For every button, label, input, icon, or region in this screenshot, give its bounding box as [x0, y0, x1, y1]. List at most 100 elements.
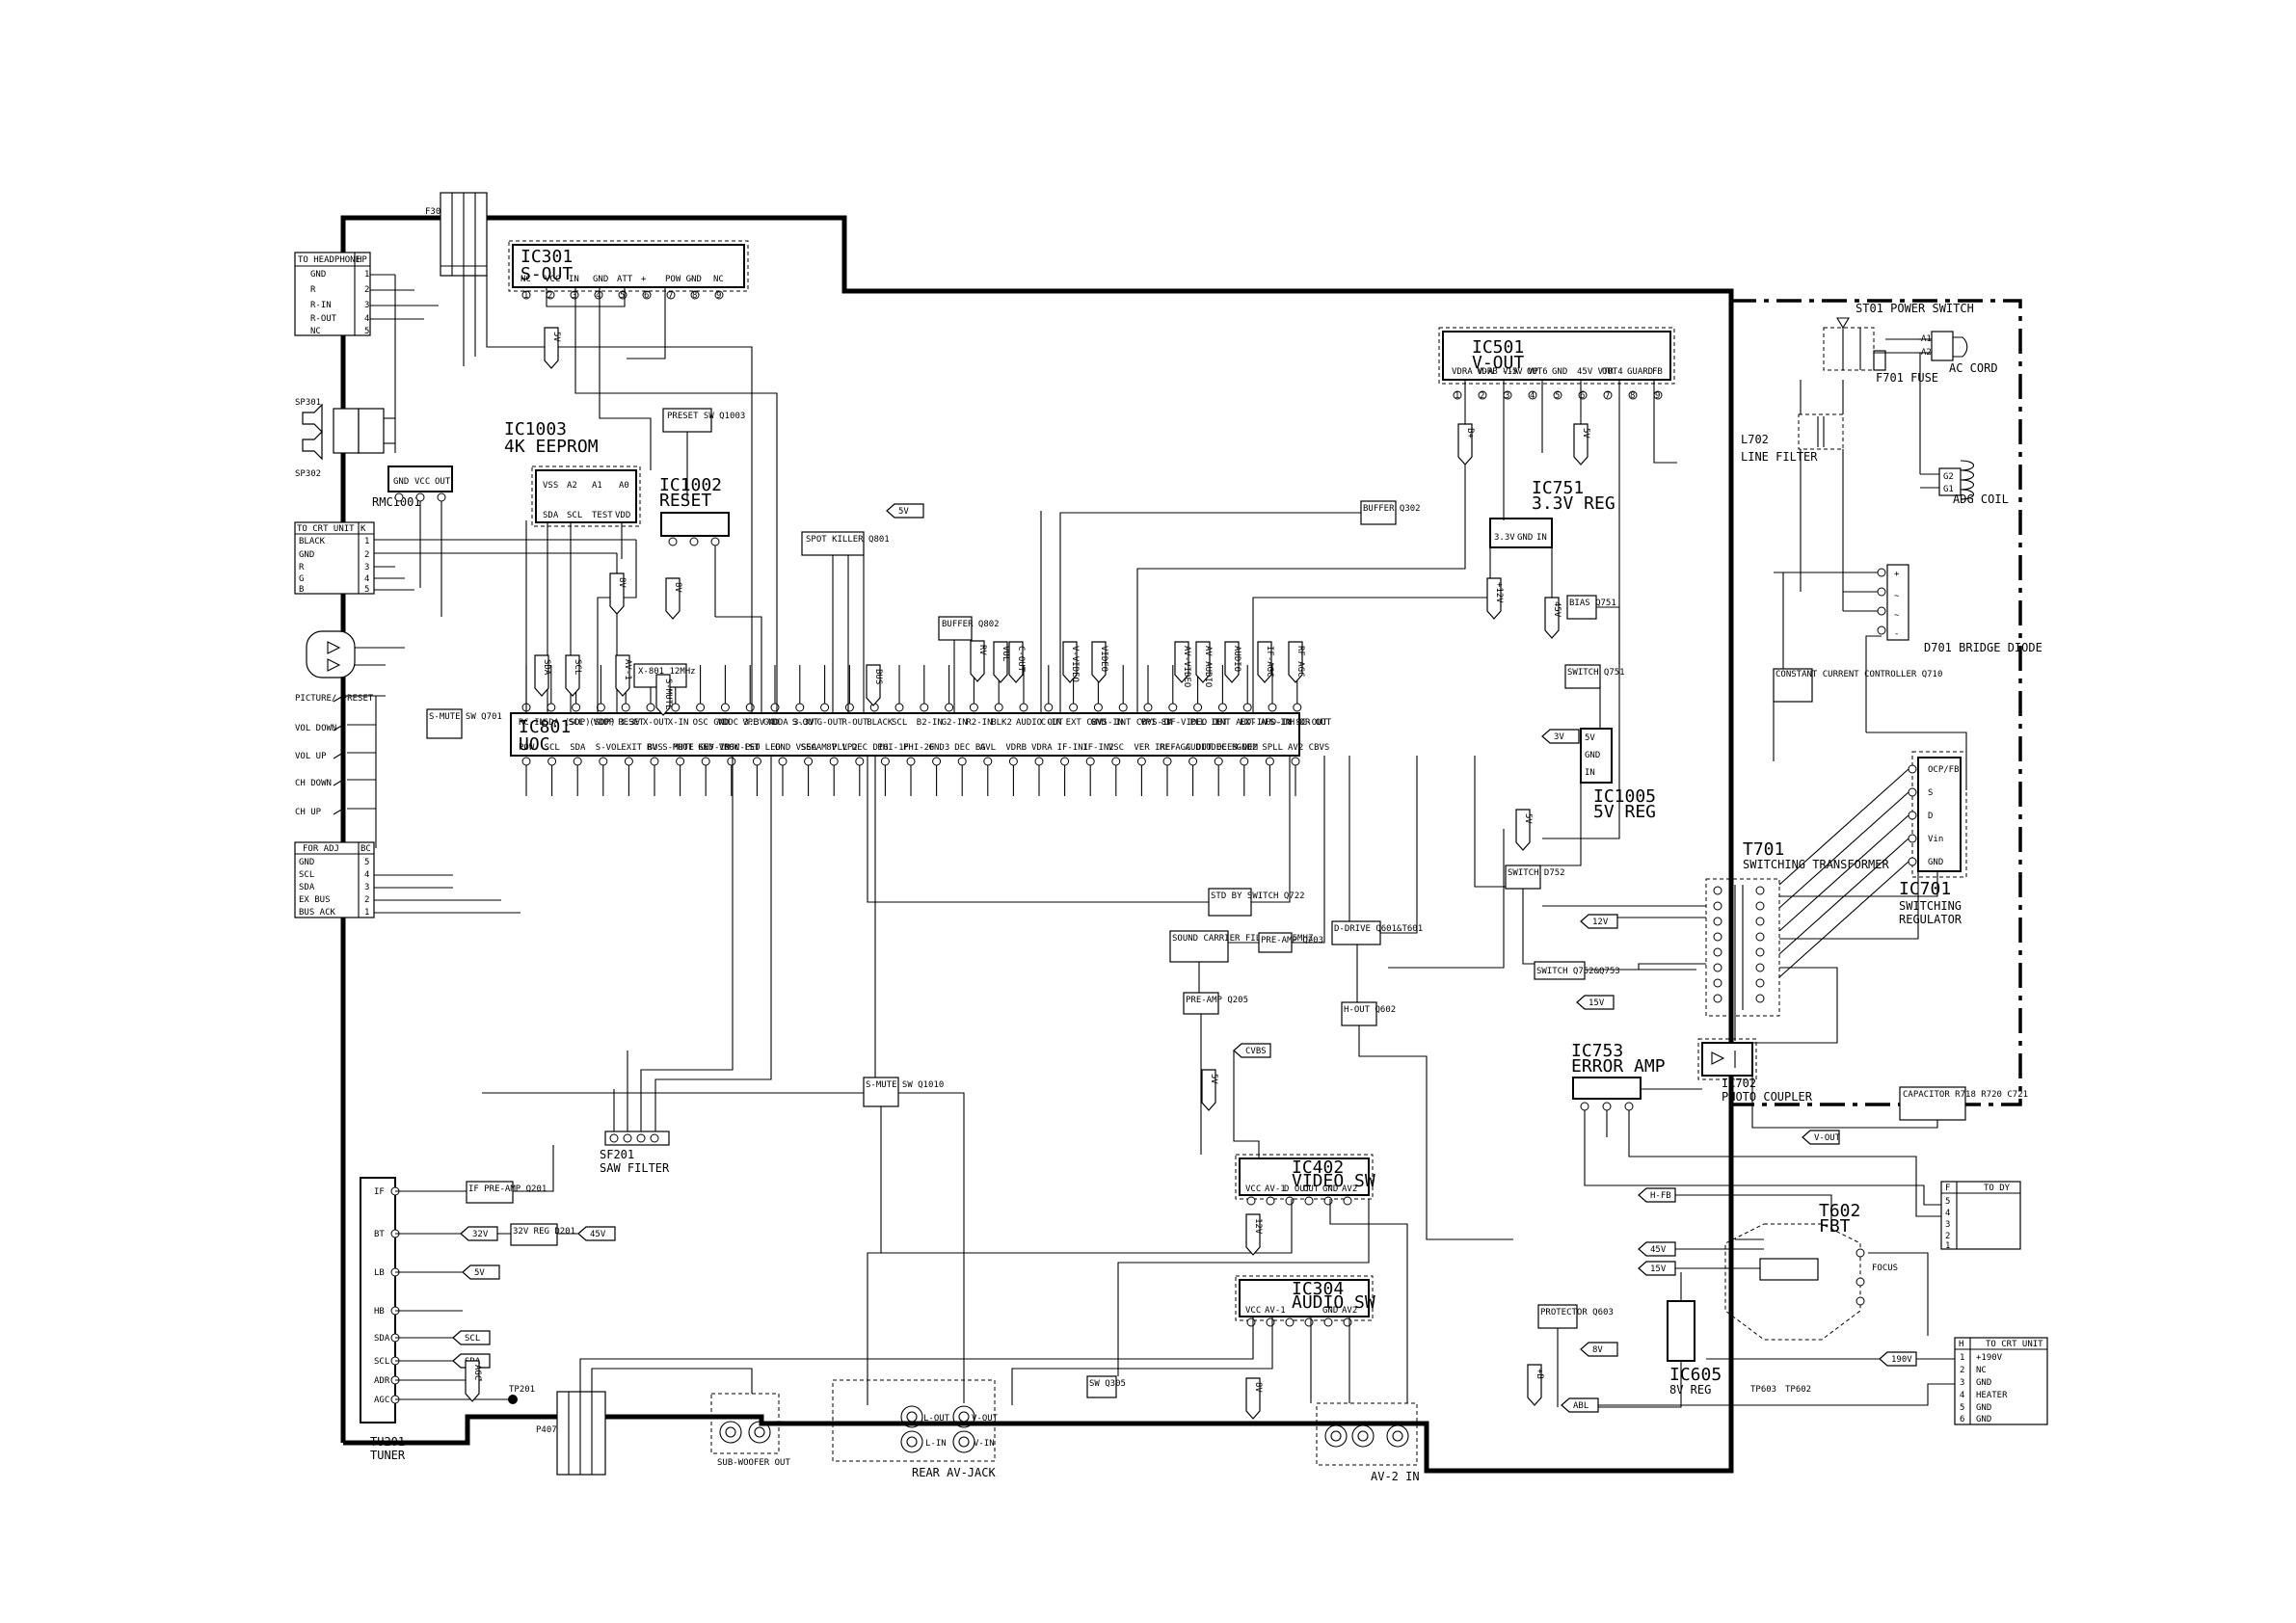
ic801-top-pin	[994, 703, 1003, 712]
ic701-ref: IC701	[1899, 879, 1951, 899]
dy-title: TO DY	[1984, 1184, 2011, 1193]
ic801-bottom-pin-label: SPLL	[1262, 743, 1283, 753]
ic801-bottom-pin	[1085, 757, 1095, 766]
ic304-pin	[1304, 1317, 1314, 1327]
ic1005-name: 5V REG	[1593, 802, 1656, 822]
buffer-q802-label: BUFFER Q802	[942, 620, 1000, 629]
ic301-pin-label: ATT	[617, 275, 633, 284]
crt-h-pin: GND	[1976, 1378, 1991, 1388]
ic1003-eeprom: IC1003 4K EEPROM VSS A2 A1 A0 SDA SCL TE…	[504, 419, 641, 641]
svg-text:G2: G2	[1943, 472, 1954, 482]
ic301-pin-label: VCC	[545, 275, 560, 284]
ic801-bottom-pin-label: AUDIO DEEM	[1186, 743, 1239, 753]
ic801-top-pin	[1093, 703, 1103, 712]
key-vol-up-label: VOL UP	[295, 752, 327, 761]
crt-k-num: 4	[364, 574, 369, 584]
ic801-top-pin	[894, 703, 904, 712]
ic1005-pin: 5V	[1585, 733, 1595, 743]
ic402-pin-label: D OUT	[1284, 1184, 1311, 1194]
ic801-top-pin-label: INT CBVS-IN	[1115, 718, 1173, 728]
net-flag-icon	[460, 1226, 498, 1241]
ic753-ref: IC753	[1571, 1041, 1623, 1061]
ic801-bottom-pin	[573, 757, 582, 766]
rear-av-label: REAR AV-JACK	[912, 1466, 996, 1479]
ic801-bottom-pin	[650, 757, 659, 766]
ic501-pin	[1478, 390, 1487, 400]
ic801-bottom-pin-label: AV2 CBVS	[1288, 743, 1329, 753]
adj-pin: BUS ACK	[299, 908, 336, 918]
ac-cord: A1 A2 AC CORD	[1874, 331, 1998, 375]
h-out-label: H-OUT Q602	[1344, 1005, 1396, 1015]
ic801-top-pin	[1019, 703, 1028, 712]
ic801-top-pin	[720, 703, 730, 712]
f305-connector: F305	[425, 192, 488, 366]
ic801-bottom-pin	[521, 757, 531, 766]
ic801-top-pin-label: X-IN	[668, 718, 689, 728]
jack-v-out: V-OUT	[972, 1414, 999, 1423]
net-flag-icon	[1486, 577, 1502, 620]
eeprom-pin: VDD	[615, 511, 630, 520]
t701-pin	[1755, 978, 1765, 988]
crt-k-num: 5	[364, 585, 369, 595]
net-label: 8V	[673, 582, 682, 593]
fuse: F701 FUSE	[1873, 350, 1938, 385]
ic701-pin	[1908, 764, 1917, 774]
t701-pin	[1755, 947, 1765, 957]
ac-cord-label: AC CORD	[1949, 361, 1998, 375]
crt-h-pin: NC	[1976, 1366, 1987, 1375]
tuner-pin-label: ADR	[374, 1376, 390, 1386]
ic301-pin	[570, 290, 579, 300]
ic801-top-pin-label: VDDP 3.3V	[593, 718, 640, 728]
ic801-bottom-pin	[957, 757, 967, 766]
net-flag-icon	[1233, 1043, 1271, 1058]
crt-h-num: 4	[1960, 1391, 1964, 1400]
f305-label: F305	[425, 207, 446, 217]
ic801-bottom-pin-label: AVL	[980, 743, 996, 753]
ic301-pin-number: 3	[572, 291, 576, 301]
ic801-bottom-pin	[855, 757, 865, 766]
net-label: 45V	[1650, 1245, 1667, 1255]
crt-h-id: H	[1959, 1340, 1963, 1349]
ic801-top-pin-label: SDA (SDP)	[544, 718, 591, 728]
ic801-top-pin	[621, 703, 630, 712]
t701-pin	[1755, 932, 1765, 942]
ic751-pin: IN	[1536, 533, 1547, 543]
d-drive-block	[1331, 920, 1381, 945]
ic301-ref: IC301	[521, 247, 573, 267]
ic701-pin	[1908, 834, 1917, 843]
ic801-top-pin-label: SCL	[892, 718, 907, 728]
ic801-name: UOC	[519, 734, 550, 755]
ic701-pin	[1908, 811, 1917, 820]
t701-pin	[1755, 994, 1765, 1003]
net-label: 3V	[1554, 732, 1564, 742]
ic402-pin	[1285, 1196, 1295, 1206]
wiring	[395, 276, 1967, 1408]
net-flag-icon	[1544, 597, 1560, 639]
capacitor-block	[1899, 1086, 1966, 1121]
line-filter-ref: L702	[1741, 433, 1769, 446]
focus-label: FOCUS	[1872, 1264, 1898, 1273]
net-label: 5V	[898, 507, 909, 517]
ic801-bottom-pin	[1162, 757, 1172, 766]
ic801-top-pin-label: VP1 8V	[1140, 718, 1172, 728]
t701-pin	[1713, 963, 1722, 972]
headphone-pin-label: R-OUT	[310, 314, 337, 324]
ic801-bottom-pin	[1060, 757, 1070, 766]
key-vol-down-label: VOL DOWN	[295, 724, 336, 733]
net-label: CVBS	[1245, 1047, 1267, 1056]
switching-transformer: T701 SWITCHING TRANSFORMER	[1705, 839, 1889, 1017]
adj-pin: SDA	[299, 883, 315, 892]
ic801-bottom-pin-label: POW LED	[724, 743, 761, 753]
ic304-pin-label: VCC	[1245, 1306, 1261, 1316]
ic751-regulator: IC751 3.3V REG 3.3V GND IN	[1489, 478, 1615, 548]
net-flag-icon	[1573, 423, 1589, 466]
net-label: VIDEO	[1099, 646, 1108, 672]
ic701-pin	[1908, 857, 1917, 866]
ic801-top-pin-label: GND	[1090, 718, 1106, 728]
ic801-bottom-pin-label: IF-IN1	[1057, 743, 1089, 753]
buffer-q302-label: BUFFER Q302	[1363, 504, 1421, 514]
dy-num: 1	[1945, 1241, 1950, 1251]
net-flag-icon	[544, 327, 559, 369]
ic501-pin-label: VDRA V-A	[1452, 367, 1494, 377]
